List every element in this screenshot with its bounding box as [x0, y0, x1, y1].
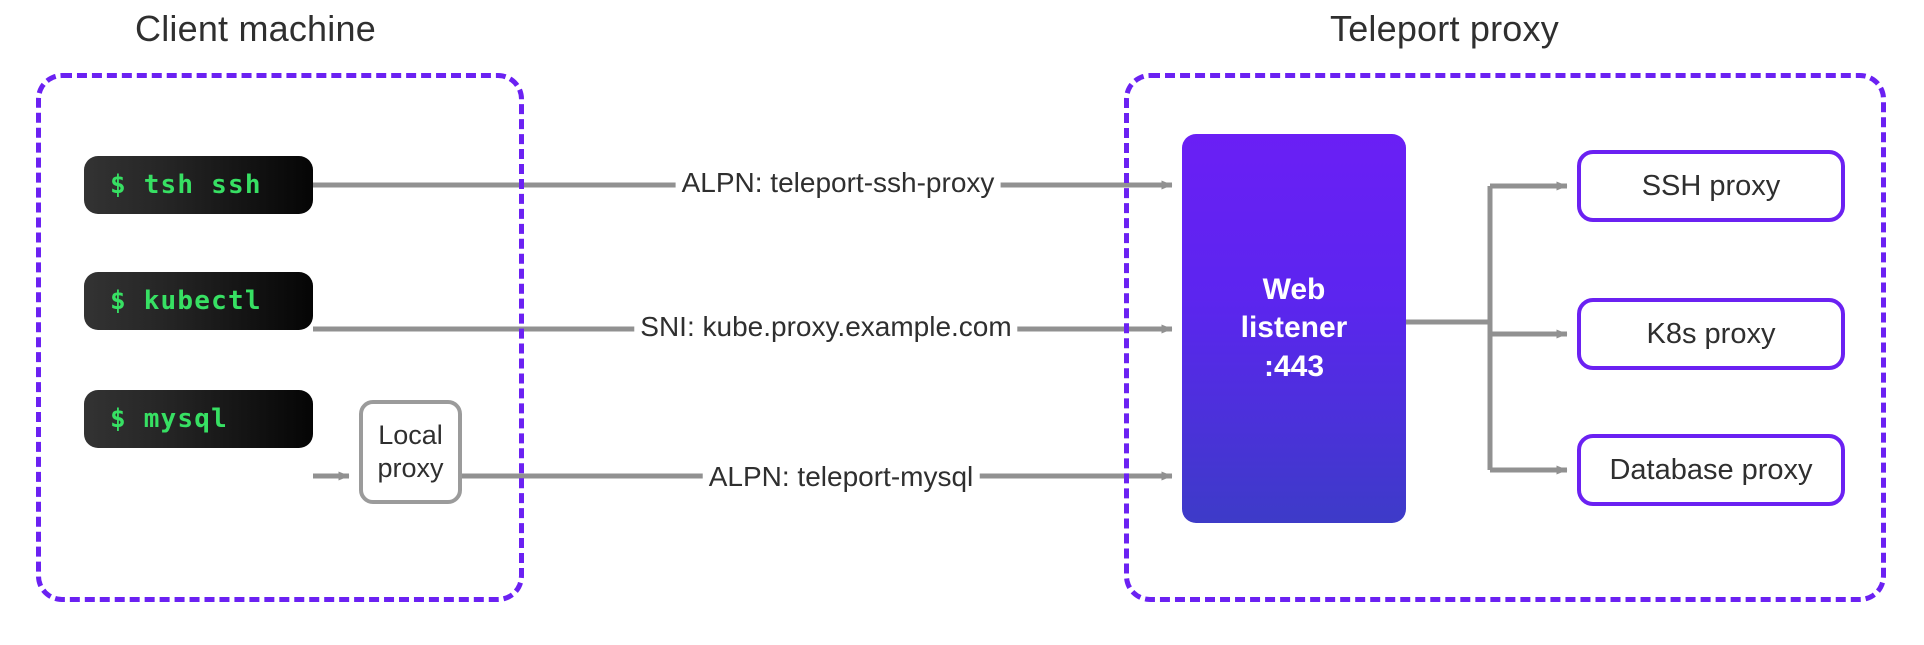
zone-teleport-proxy [1124, 73, 1886, 602]
terminal-chip-mysql: $ mysql [84, 390, 313, 448]
terminal-command-text: $ tsh ssh [110, 170, 262, 200]
proxy-box-label: Database proxy [1609, 453, 1813, 486]
terminal-command-text: $ kubectl [110, 286, 262, 316]
edge-label-sni-kube: SNI: kube.proxy.example.com [634, 311, 1018, 343]
local-proxy-label: Local proxy [377, 419, 443, 485]
web-listener-label-line2: listener [1240, 311, 1348, 345]
terminal-chip-tsh-ssh: $ tsh ssh [84, 156, 313, 214]
proxy-box-database: Database proxy [1577, 434, 1845, 506]
web-listener-label-line1: Web [1262, 272, 1326, 306]
web-listener-label: Web listener :443 [1241, 271, 1348, 386]
zone-client-machine [36, 73, 524, 602]
proxy-box-k8s: K8s proxy [1577, 298, 1845, 370]
web-listener-label-line3: :443 [1263, 349, 1325, 383]
local-proxy-label-line1: Local [378, 420, 443, 451]
zone-client-machine-title: Client machine [135, 8, 376, 49]
local-proxy-label-line2: proxy [377, 453, 444, 483]
edge-label-alpn-mysql: ALPN: teleport-mysql [702, 461, 980, 493]
web-listener-box: Web listener :443 [1182, 134, 1406, 523]
proxy-box-ssh: SSH proxy [1577, 150, 1845, 222]
edge-label-alpn-ssh: ALPN: teleport-ssh-proxy [675, 167, 1001, 199]
proxy-box-label: SSH proxy [1641, 169, 1781, 202]
local-proxy-box: Local proxy [359, 400, 462, 504]
terminal-chip-kubectl: $ kubectl [84, 272, 313, 330]
proxy-box-label: K8s proxy [1646, 317, 1776, 350]
terminal-command-text: $ mysql [110, 404, 228, 434]
zone-teleport-proxy-title: Teleport proxy [1330, 8, 1559, 49]
